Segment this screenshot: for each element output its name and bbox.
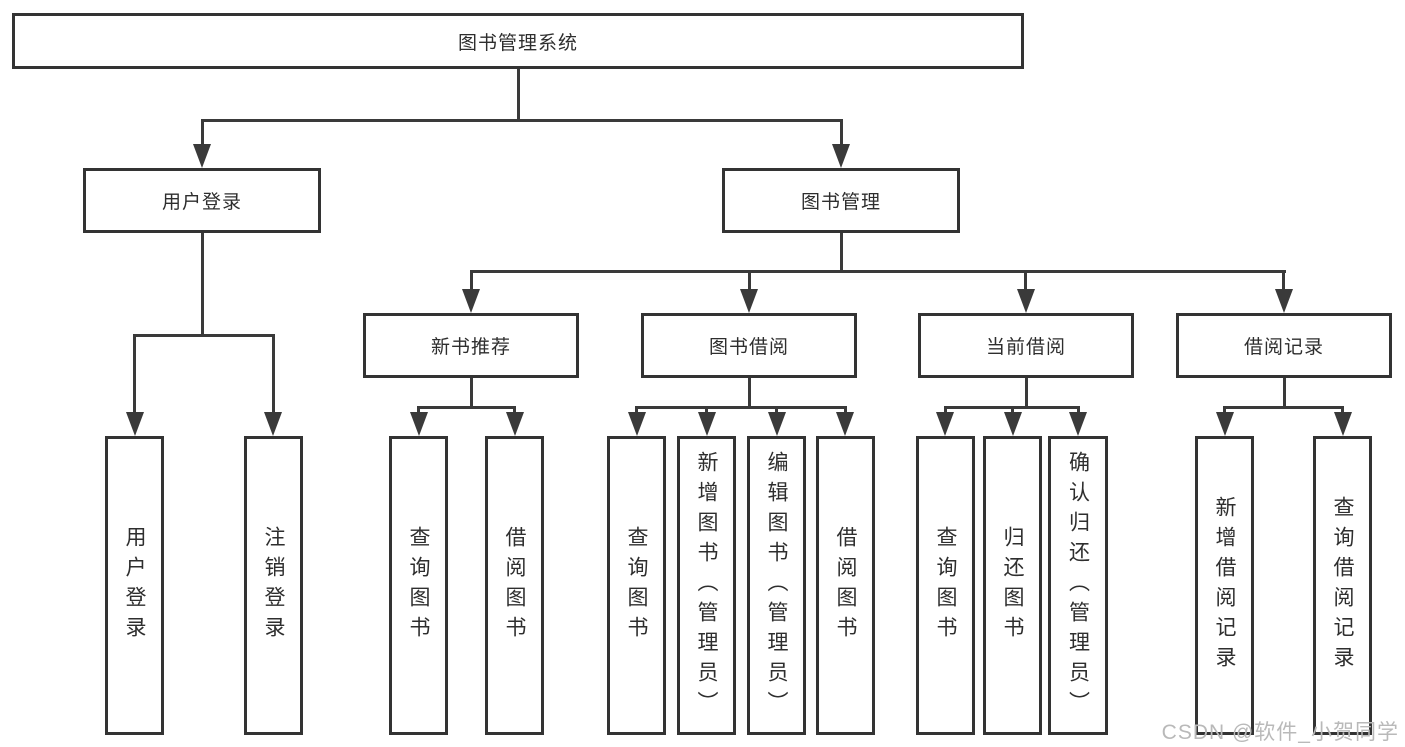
leaf-return-books: 归还图书 [983,436,1042,735]
node-book-management-label: 图书管理 [800,192,881,213]
csdn-watermark: CSDN @软件_小贺同学 [1161,721,1399,744]
leaf-query-books-borrow: 查询图书 [607,436,666,735]
arrow-head-icon [936,412,954,436]
connector-line [1024,270,1027,291]
arrow-head-icon [1334,412,1352,436]
leaf-borrow-books-recommend-label: 借阅图书 [503,525,526,646]
connector-line [1224,406,1344,409]
leaf-query-books-current-label: 查询图书 [934,525,957,646]
node-book-management: 图书管理 [722,168,960,233]
arrow-head-icon [740,289,758,313]
node-borrow-records-label: 借阅记录 [1243,337,1324,358]
leaf-add-books-admin-label: 新增图书（管理员） [695,450,718,721]
leaf-borrow-books-label: 借阅图书 [834,525,857,646]
leaf-query-borrow-record: 查询借阅记录 [1313,436,1372,735]
node-new-book-recommend: 新书推荐 [363,313,579,378]
connector-line [1025,378,1028,407]
leaf-query-books-recommend-label: 查询图书 [407,525,430,646]
arrow-head-icon [126,412,144,436]
leaf-confirm-return-admin-label: 确认归还（管理员） [1066,450,1090,721]
arrow-head-icon [1275,289,1293,313]
connector-line [201,119,842,122]
arrow-head-icon [698,412,716,436]
leaf-logout-label: 注销登录 [262,525,285,646]
arrow-head-icon [264,412,282,436]
node-root-system: 图书管理系统 [12,13,1024,69]
arrow-head-icon [1004,412,1022,436]
connector-line [775,406,778,414]
arrow-head-icon [193,144,211,168]
node-current-borrow-label: 当前借阅 [985,337,1066,358]
connector-line [1077,406,1080,414]
leaf-user-login-label: 用户登录 [123,525,146,646]
connector-line [470,270,473,291]
connector-line [748,270,751,291]
node-book-borrow-label: 图书借阅 [708,337,789,358]
leaf-return-books-label: 归还图书 [1001,525,1024,646]
connector-line [470,378,473,407]
node-root-system-label: 图书管理系统 [457,32,578,54]
connector-line [1282,270,1285,291]
leaf-edit-books-admin: 编辑图书（管理员） [747,436,806,735]
connector-line [517,69,520,120]
connector-line [1341,406,1344,414]
connector-line [418,406,516,409]
connector-line [201,233,204,335]
connector-line [1283,378,1286,407]
leaf-query-borrow-record-label: 查询借阅记录 [1331,495,1354,676]
leaf-add-books-admin: 新增图书（管理员） [677,436,736,735]
arrow-head-icon [832,144,850,168]
arrow-head-icon [410,412,428,436]
arrow-head-icon [462,289,480,313]
connector-line [844,406,847,414]
node-borrow-records: 借阅记录 [1176,313,1392,378]
leaf-user-login: 用户登录 [105,436,164,735]
connector-line [635,406,638,414]
connector-line [272,334,275,412]
node-user-login: 用户登录 [83,168,321,233]
leaf-query-books-borrow-label: 查询图书 [625,525,648,646]
leaf-query-books-recommend: 查询图书 [389,436,448,735]
connector-line [944,406,947,414]
connector-line [748,378,751,407]
connector-line [470,270,1286,273]
connector-line [840,119,843,146]
connector-line [133,334,275,337]
connector-line [1011,406,1014,414]
node-user-login-label: 用户登录 [161,192,242,213]
leaf-borrow-books-recommend: 借阅图书 [485,436,544,735]
leaf-logout: 注销登录 [244,436,303,735]
connector-line [636,406,847,409]
connector-line [201,119,204,146]
connector-line [133,334,136,412]
leaf-query-books-current: 查询图书 [916,436,975,735]
connector-line [840,233,843,271]
node-new-book-recommend-label: 新书推荐 [430,337,511,358]
leaf-add-borrow-record-label: 新增借阅记录 [1213,495,1236,676]
arrow-head-icon [1216,412,1234,436]
leaf-confirm-return-admin: 确认归还（管理员） [1048,436,1108,735]
arrow-head-icon [506,412,524,436]
connector-line [1223,406,1226,414]
arrow-head-icon [1069,412,1087,436]
node-current-borrow: 当前借阅 [918,313,1134,378]
leaf-add-borrow-record: 新增借阅记录 [1195,436,1254,735]
leaf-borrow-books: 借阅图书 [816,436,875,735]
leaf-edit-books-admin-label: 编辑图书（管理员） [765,450,788,721]
connector-line [417,406,420,414]
arrow-head-icon [768,412,786,436]
connector-line [705,406,708,414]
node-book-borrow: 图书借阅 [641,313,857,378]
arrow-head-icon [836,412,854,436]
arrow-head-icon [1017,289,1035,313]
connector-line [513,406,516,414]
arrow-head-icon [628,412,646,436]
